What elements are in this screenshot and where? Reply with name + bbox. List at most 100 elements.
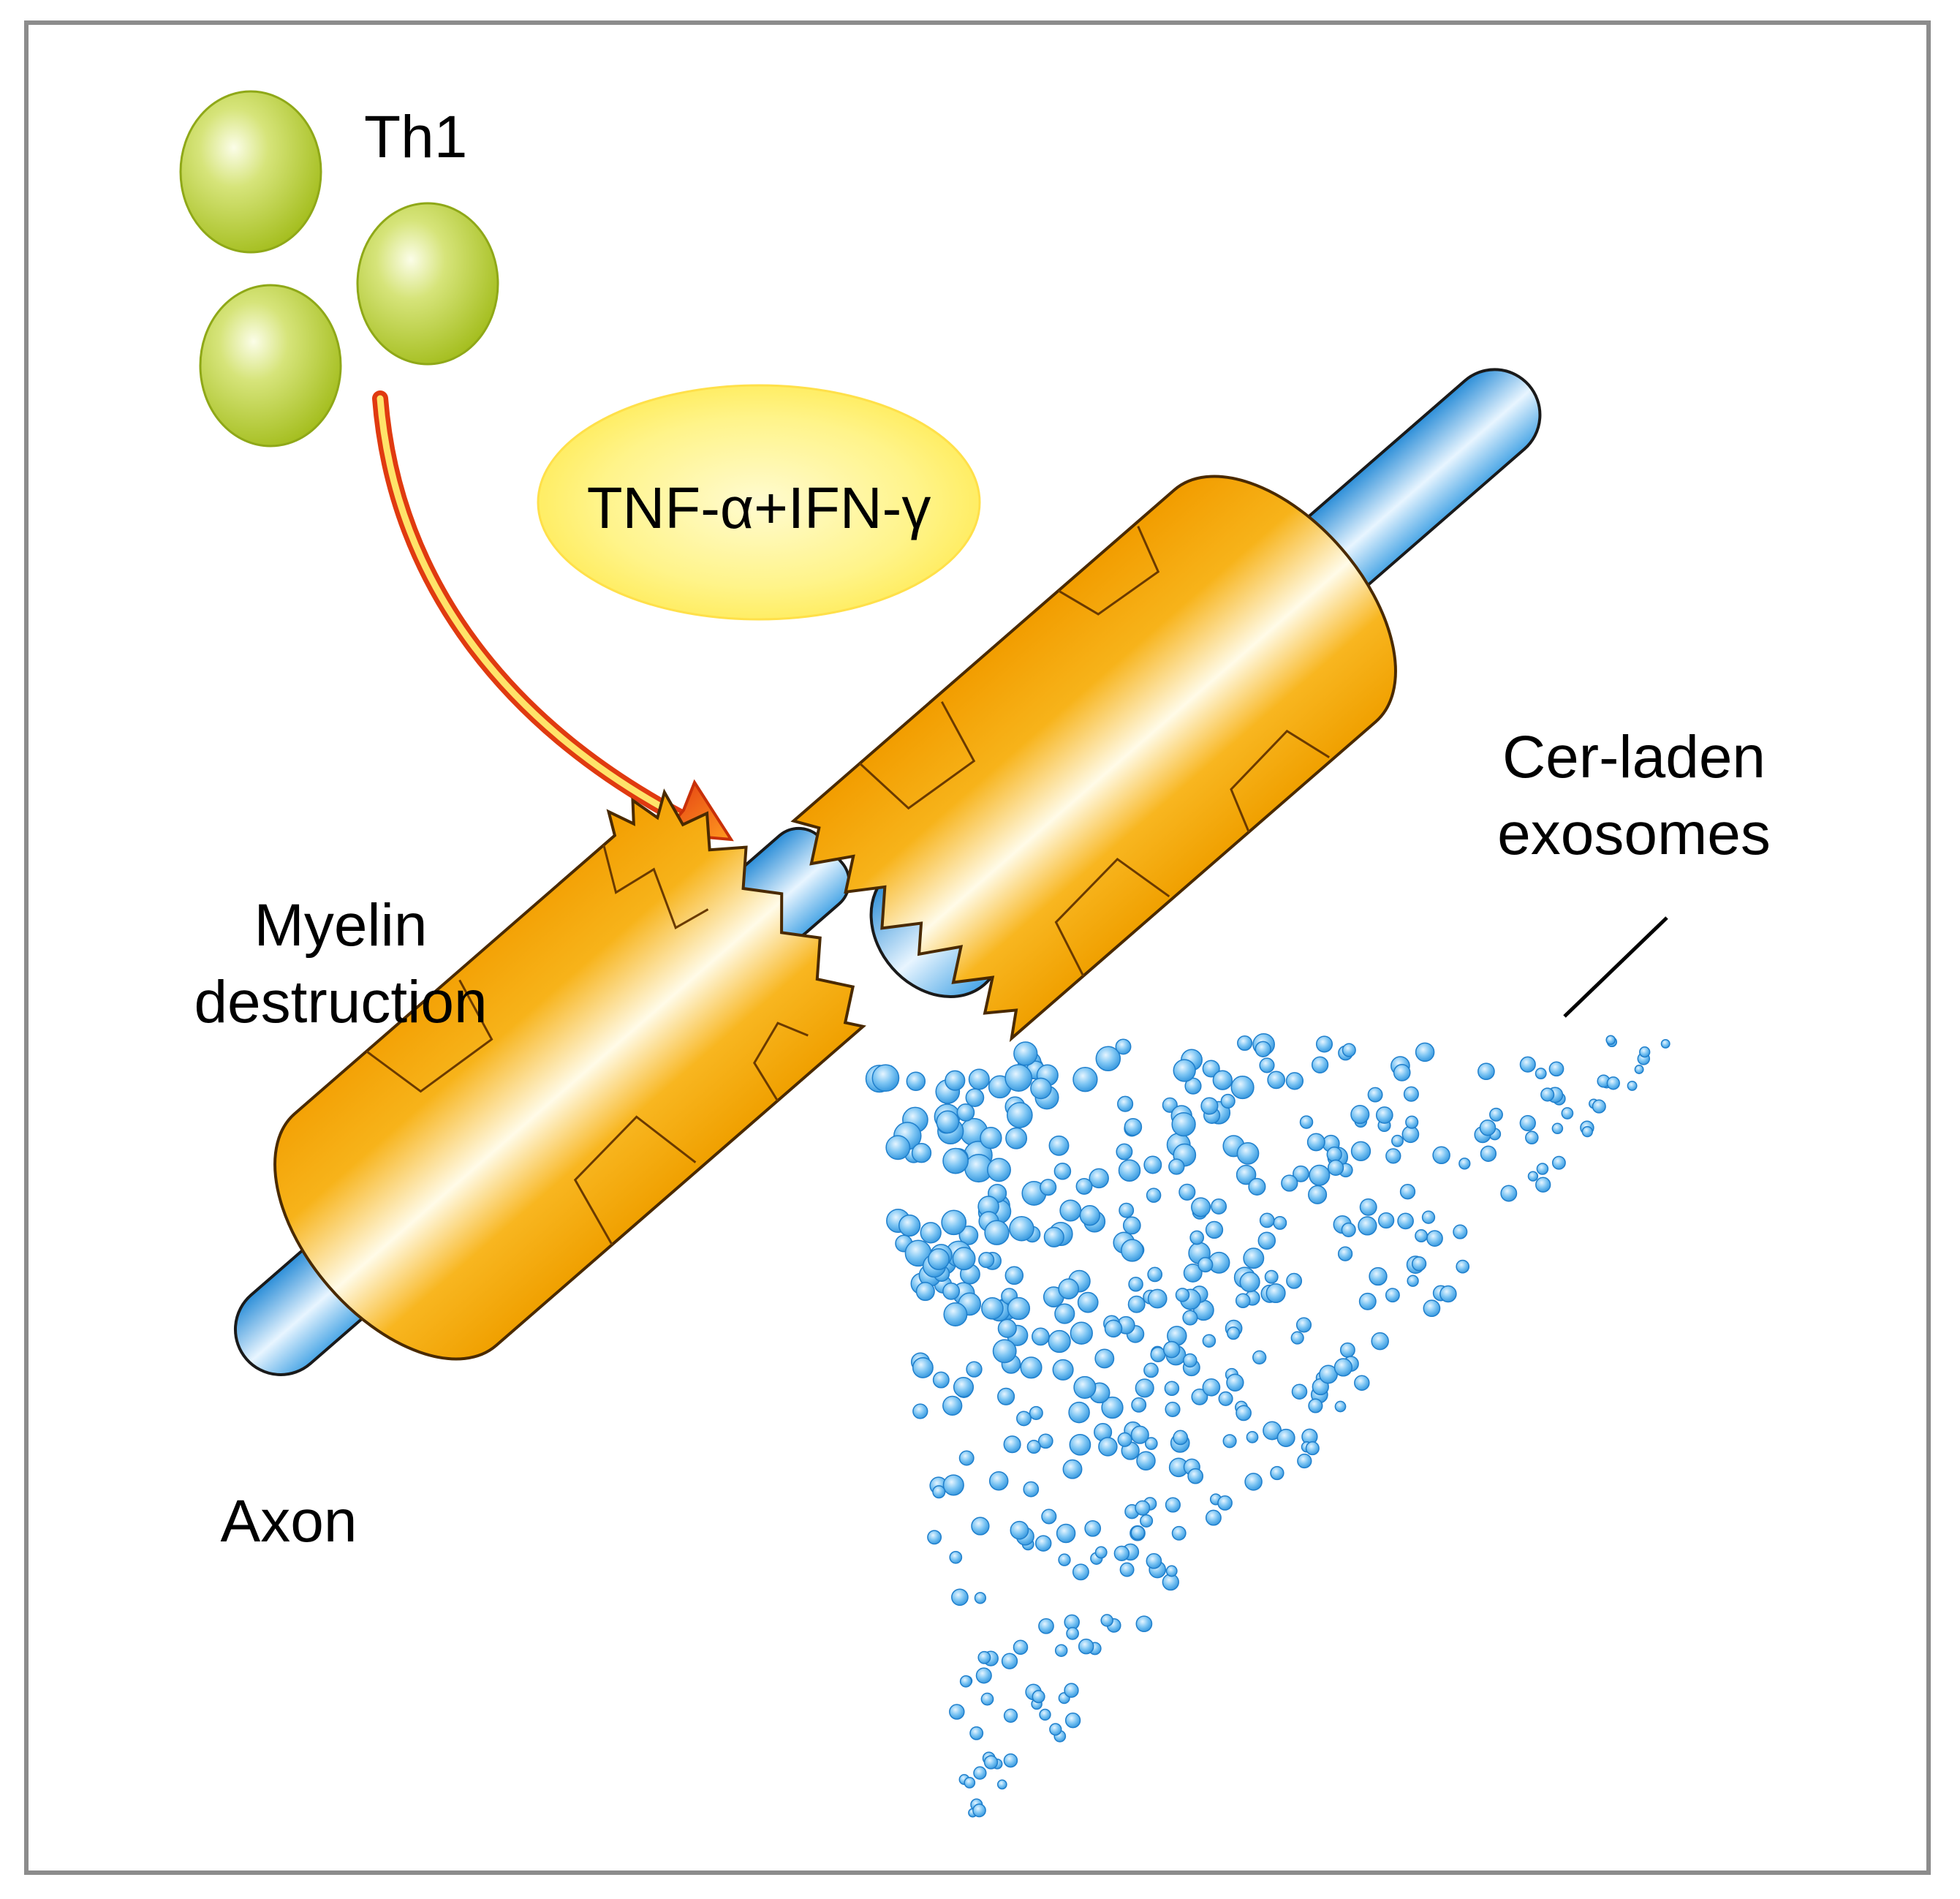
exosome-vesicle	[945, 1070, 966, 1091]
exosome-vesicle	[1295, 1317, 1312, 1333]
exosome-vesicle	[1519, 1056, 1536, 1073]
exosome-vesicle	[1038, 1617, 1054, 1634]
exosome-vesicle	[927, 1530, 942, 1545]
exosome-vesicle	[996, 1779, 1007, 1790]
exosome-vesicle	[1004, 1266, 1024, 1285]
exosome-vesicle	[1220, 1093, 1236, 1109]
exosome-vesicle	[1146, 1188, 1162, 1203]
exosome-vesicle	[1264, 1269, 1279, 1284]
exosome-vesicle	[1095, 1046, 1121, 1072]
exosome-vesicle	[1072, 1563, 1089, 1581]
exosome-vesicle	[1255, 1041, 1271, 1057]
exosome-vesicle	[1337, 1246, 1353, 1261]
exosome-vesicle	[1205, 1509, 1222, 1526]
exosome-vesicle	[1248, 1177, 1266, 1196]
exosome-vesicle	[1243, 1247, 1265, 1269]
exosome-vesicle	[1315, 1035, 1333, 1053]
exosome-vesicle	[1453, 1224, 1468, 1239]
exosome-vesicle	[1100, 1614, 1113, 1627]
exosome-vesicle	[1290, 1331, 1304, 1345]
exosome-vesicle	[1276, 1428, 1295, 1447]
th1-cell	[356, 202, 499, 366]
exosome-vesicle	[1527, 1171, 1539, 1182]
exosome-vesicle	[1423, 1299, 1441, 1318]
exosome-vesicle	[942, 1147, 969, 1174]
exosome-vesicle	[987, 1158, 1011, 1182]
exosome-vesicle	[1265, 1283, 1286, 1304]
exosome-vesicle	[1477, 1062, 1495, 1081]
exosome-vesicle	[1089, 1168, 1109, 1189]
exosome-vesicle	[1165, 1497, 1181, 1513]
exosome-vesicle	[1236, 1142, 1260, 1165]
exosome-vesicle	[1605, 1035, 1616, 1045]
exosome-vesicle	[952, 1247, 976, 1271]
exosome-vesicle	[1385, 1288, 1400, 1303]
exosome-vesicle	[1075, 1177, 1093, 1195]
exosome-vesicle	[1023, 1481, 1040, 1498]
exosome-vesicle	[1041, 1509, 1057, 1525]
exosome-vesicle	[1009, 1215, 1034, 1242]
exosome-vesicle	[1536, 1163, 1549, 1175]
exosome-vesicle	[1230, 1076, 1255, 1100]
exosome-vesicle	[1525, 1130, 1539, 1145]
exosome-vesicle	[1104, 1319, 1123, 1338]
exosome-vesicle	[1119, 1202, 1135, 1218]
exosome-vesicle	[965, 1088, 985, 1107]
exosome-vesicle	[1358, 1216, 1377, 1236]
exosome-vesicle	[1130, 1525, 1146, 1541]
cytokine-ellipse	[537, 384, 981, 621]
exosome-vesicle	[1354, 1375, 1370, 1391]
exosome-vesicle	[1032, 1690, 1045, 1704]
exosome-vesicle	[1405, 1115, 1419, 1129]
exosome-vesicle	[1135, 1500, 1151, 1516]
exosome-vesicle	[942, 1395, 963, 1416]
exosome-vesicle	[1592, 1099, 1606, 1114]
exosome-vesicle	[1375, 1106, 1393, 1124]
exosome-vesicle	[1439, 1285, 1457, 1303]
exosome-vesicle	[1334, 1400, 1347, 1413]
exosome-vesicle	[1007, 1296, 1031, 1321]
exosome-vesicle	[1309, 1164, 1331, 1186]
exosome-vesicle	[1173, 1430, 1189, 1446]
exosome-vesicle	[1068, 1401, 1090, 1424]
exosome-vesicle	[1327, 1159, 1344, 1177]
exosome-vesicle	[1551, 1122, 1564, 1135]
exosome-vesicle	[1146, 1552, 1162, 1569]
exosome-vesicle	[1013, 1639, 1029, 1656]
exosome-vesicle	[1131, 1397, 1147, 1413]
exosome-vesicle	[988, 1471, 1009, 1491]
exosome-vesicle	[1311, 1056, 1329, 1073]
exosome-vesicle	[1026, 1439, 1041, 1454]
exosome-vesicle	[1197, 1257, 1214, 1273]
exosome-vesicle	[992, 1339, 1017, 1364]
exosome-vesicle	[1162, 1340, 1181, 1359]
exosome-vesicle	[1077, 1291, 1099, 1313]
exosome-vesicle	[968, 1068, 990, 1090]
exosome-vesicle	[1399, 1184, 1416, 1200]
exosome-vesicle	[942, 1474, 964, 1496]
exosome-vesicle	[1165, 1401, 1181, 1417]
myelin-label-line2: destruction	[194, 969, 487, 1035]
exosome-vesicle	[1297, 1453, 1312, 1469]
exosome-vesicle	[1293, 1165, 1309, 1182]
exosome-vesicle	[1286, 1272, 1303, 1289]
exosome-vesicle	[1270, 1465, 1284, 1481]
exosome-vesicle	[1236, 1164, 1257, 1185]
exosome-vesicle	[1432, 1146, 1450, 1165]
exosome-vesicle	[1136, 1451, 1156, 1471]
exosome-vesicle	[1182, 1310, 1198, 1326]
exosome-vesicle	[1143, 1362, 1159, 1378]
exosome-vesicle	[906, 1071, 926, 1092]
exosome-vesicle	[912, 1356, 934, 1378]
exosome-vesicle	[1184, 1077, 1202, 1095]
exosome-vesicle	[1072, 1067, 1098, 1092]
exosome-vesicle	[1013, 1041, 1038, 1066]
exosome-vesicle	[1540, 1087, 1555, 1102]
exosome-vesicle	[1393, 1064, 1411, 1081]
exosome-vesicle	[953, 1376, 975, 1398]
exosome-vesicle	[1054, 1303, 1075, 1324]
exosome-vesicle	[1130, 1425, 1149, 1444]
exosome-vesicle	[1305, 1441, 1320, 1456]
exosome-vesicle	[975, 1667, 992, 1684]
